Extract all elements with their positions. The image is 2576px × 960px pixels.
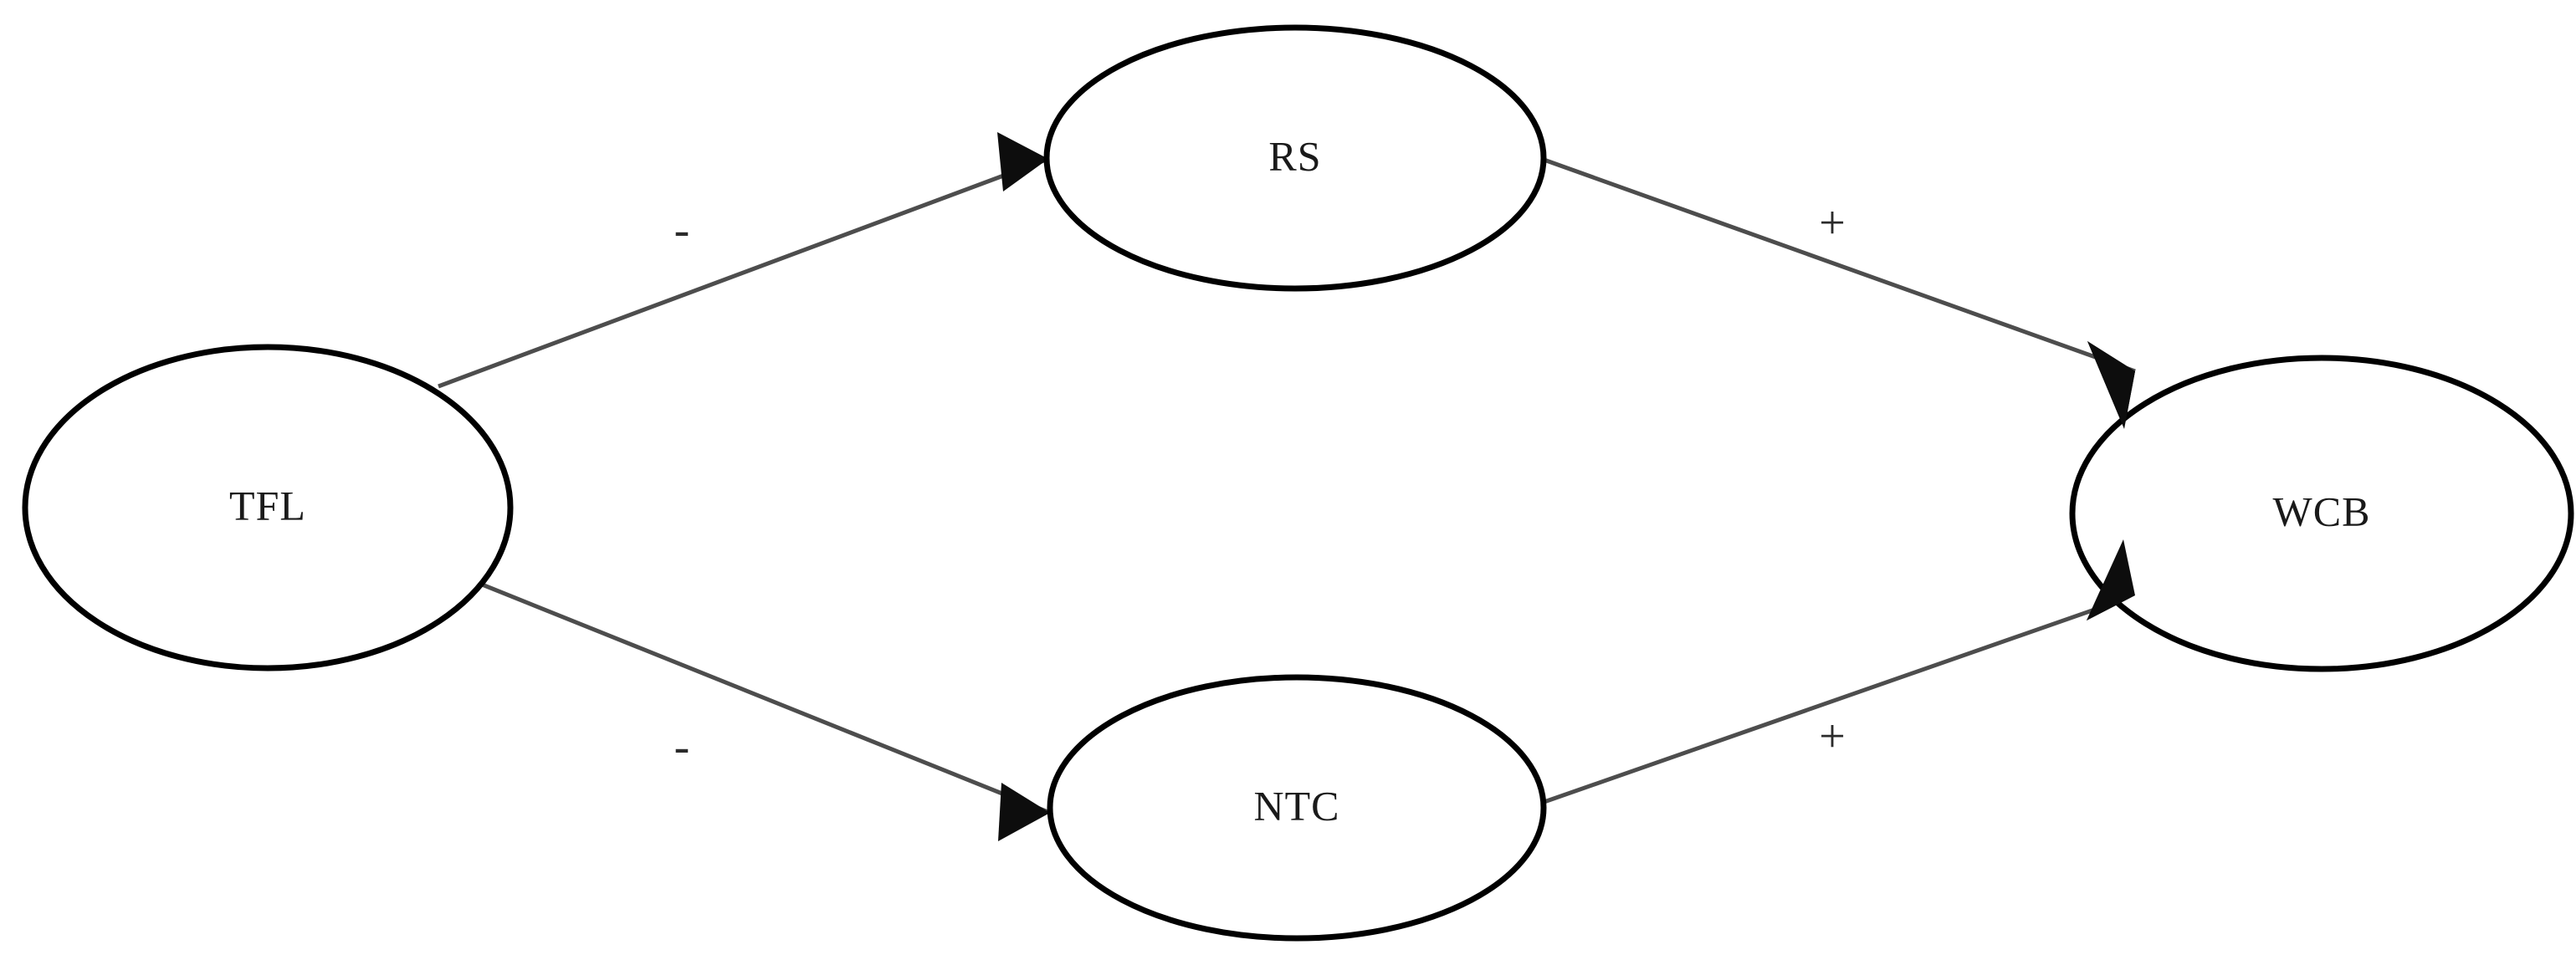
node-tfl[interactable]: TFL [22,344,514,671]
edge-rs-wcb[interactable]: + [1536,155,2136,429]
node-wcb[interactable]: WCB [2069,355,2574,672]
node-ntc-label: NTC [1254,782,1340,829]
node-rs-label: RS [1268,132,1321,179]
edge-ntc-wcb-arrowhead-overlay [2087,539,2135,620]
node-wcb-label: WCB [2273,488,2371,534]
edge-rs-wcb-line [1536,155,2136,374]
edge-tfl-rs-arrowhead [997,132,1048,191]
node-rs[interactable]: RS [1043,24,1547,292]
edge-tfl-rs-sign: - [674,204,690,256]
edge-ntc-wcb[interactable]: + [1536,539,2136,807]
edge-rs-wcb-sign: + [1819,197,1846,249]
node-tfl-ellipse [22,344,514,671]
edge-ntc-wcb-sign: + [1819,711,1846,763]
node-ntc-ellipse [1047,674,1547,942]
node-group: TFL RS NTC WCB [22,24,2574,942]
node-tfl-label: TFL [229,482,306,529]
edge-tfl-ntc[interactable]: - [438,564,1051,841]
edge-tfl-rs-line [438,156,1049,389]
edge-ntc-wcb-line [1536,593,2136,807]
edge-tfl-ntc-line [438,564,1051,815]
edge-tfl-rs[interactable]: - [438,132,1049,389]
arrowhead-overlay-group [2087,341,2135,620]
node-ntc[interactable]: NTC [1047,674,1547,942]
edge-rs-wcb-arrowhead-overlay [2087,341,2135,429]
edge-tfl-ntc-sign: - [674,721,690,773]
edge-tfl-ntc-arrowhead [998,783,1050,841]
node-rs-ellipse [1043,24,1547,292]
node-wcb-ellipse [2069,355,2574,672]
